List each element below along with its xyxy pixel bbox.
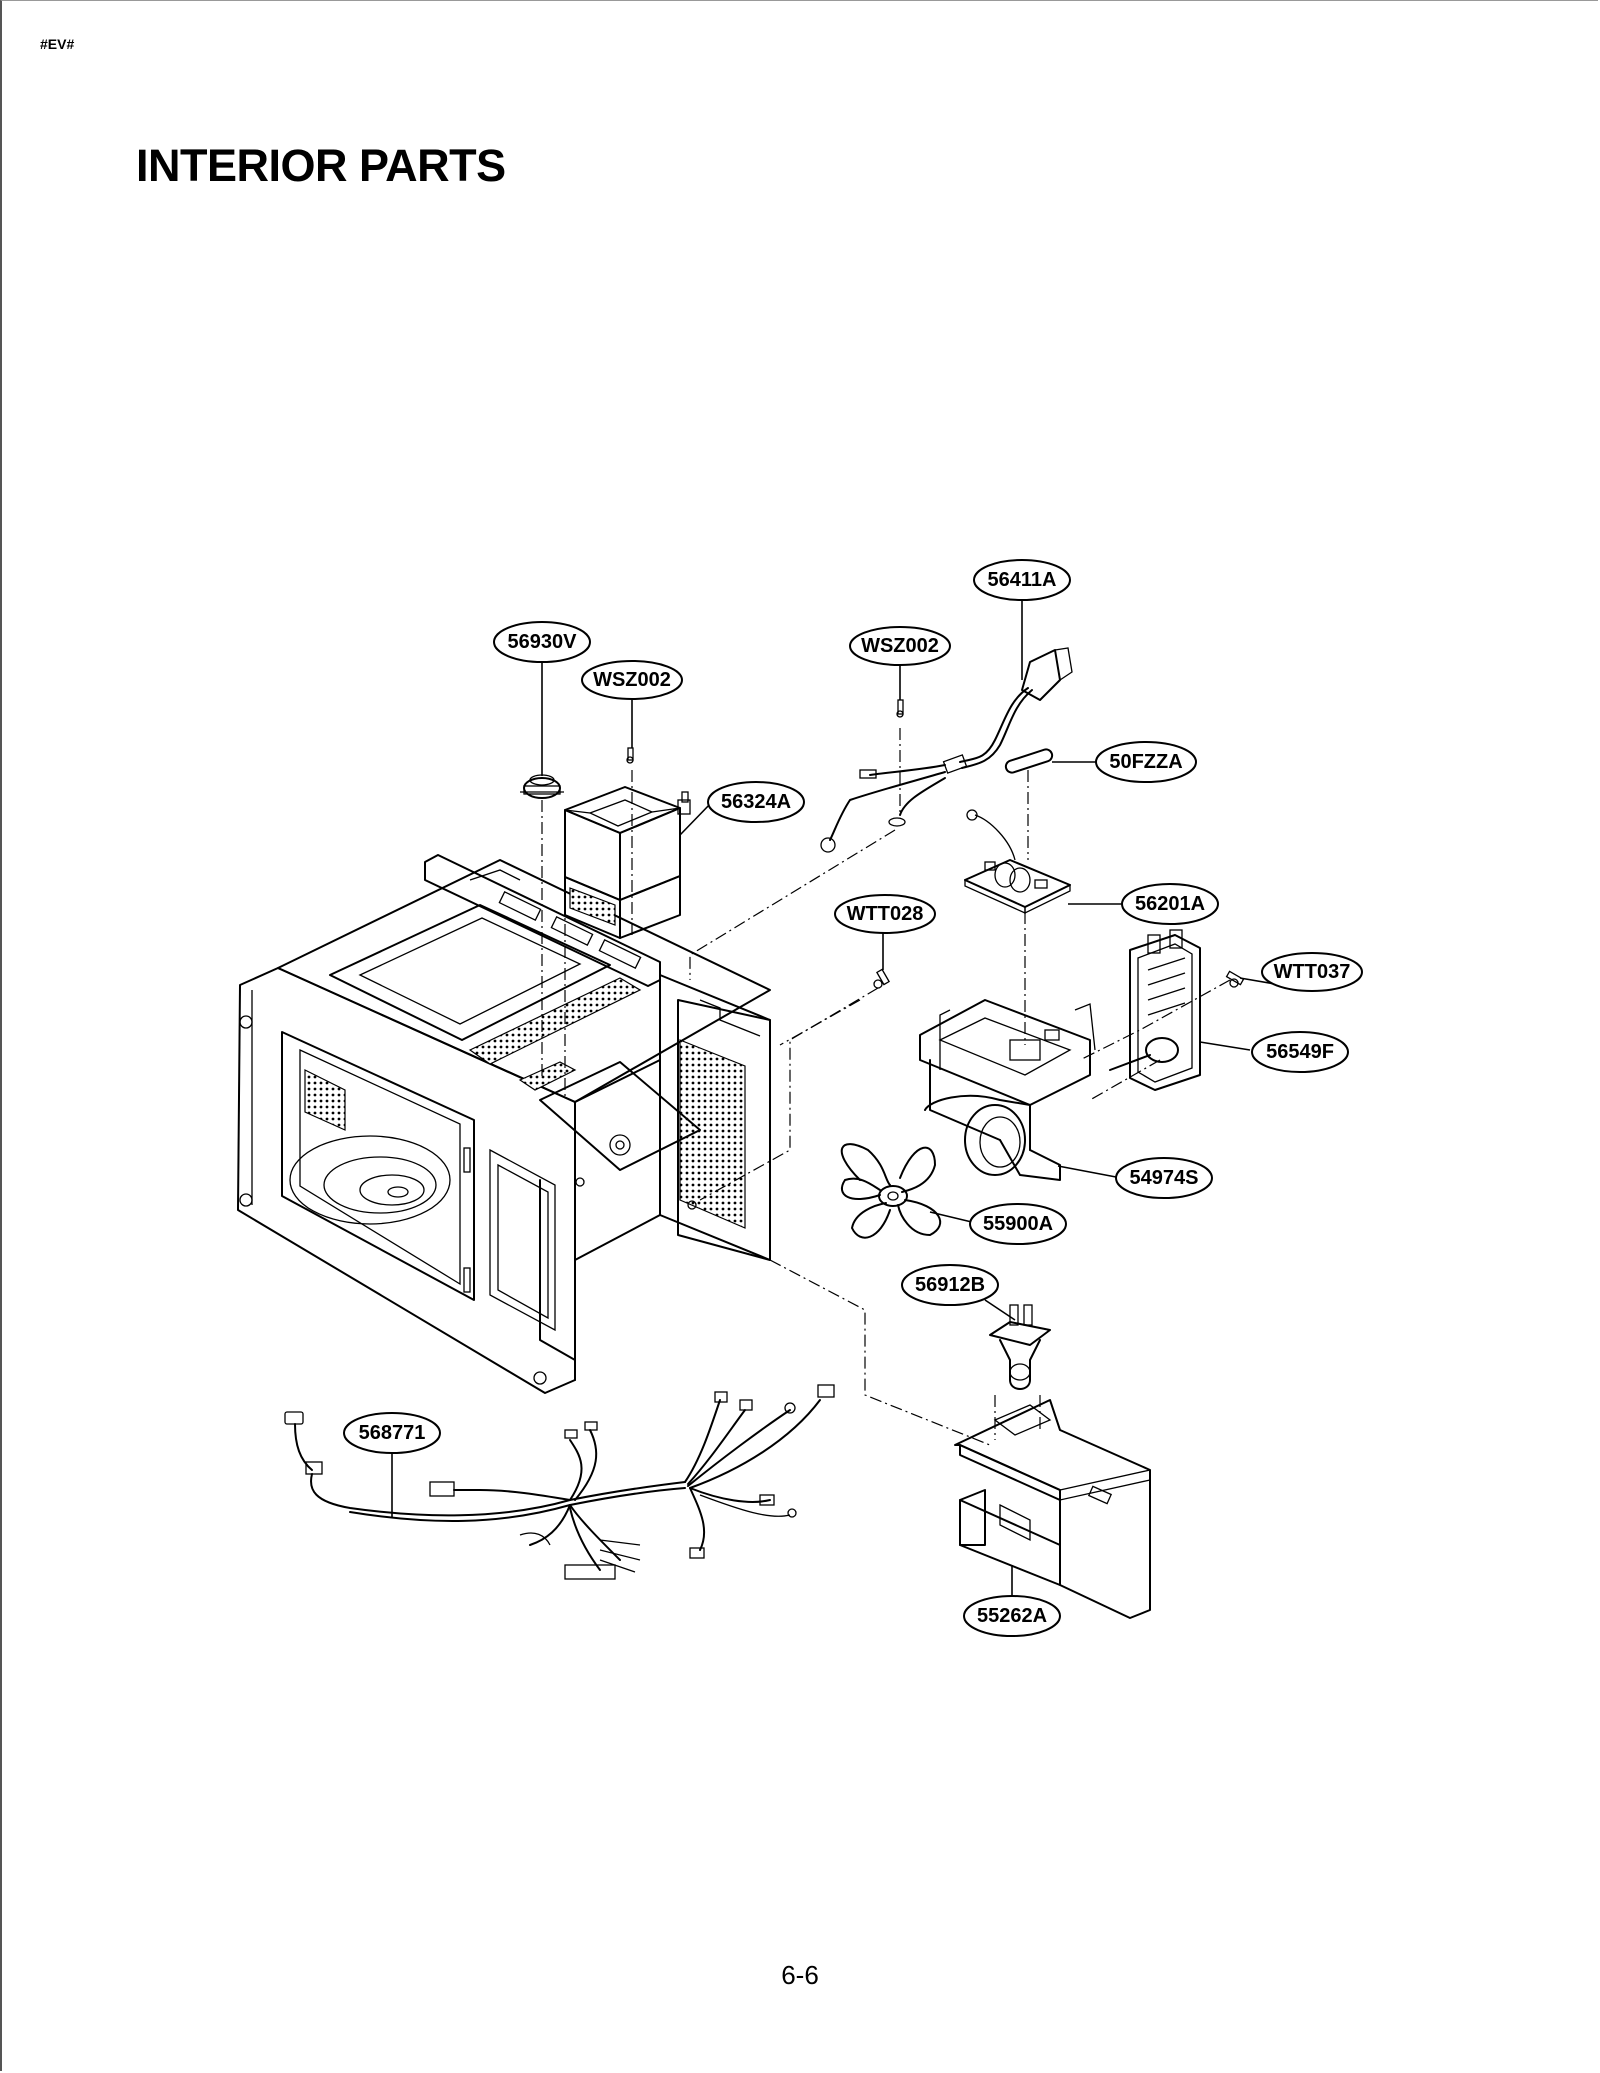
callout-wsz002-left: WSZ002 xyxy=(581,660,683,700)
callout-568771: 568771 xyxy=(343,1412,441,1454)
screw-wtt028 xyxy=(873,968,890,989)
svg-text:56912B: 56912B xyxy=(915,1274,985,1296)
callout-56201a: 56201A xyxy=(1121,883,1219,925)
svg-text:55262A: 55262A xyxy=(977,1605,1047,1627)
fan-blade-55900a xyxy=(840,1143,942,1239)
svg-text:568771: 568771 xyxy=(359,1422,426,1444)
svg-text:WTT037: WTT037 xyxy=(1274,961,1351,983)
fan-motor-56549f xyxy=(1109,929,1245,1091)
oven-cavity-chassis xyxy=(237,854,771,1394)
svg-text:WTT028: WTT028 xyxy=(847,903,924,925)
svg-text:56324A: 56324A xyxy=(721,791,791,813)
callout-56912b: 56912B xyxy=(901,1264,999,1306)
page-title: INTERIOR PARTS xyxy=(136,140,506,191)
callout-wsz002-right: WSZ002 xyxy=(849,626,951,666)
callout-50fzza: 50FZZA xyxy=(1095,741,1197,783)
svg-text:56411A: 56411A xyxy=(988,569,1057,591)
callout-wtt028: WTT028 xyxy=(834,894,936,934)
lamp-56912b xyxy=(989,1304,1051,1390)
svg-text:54974S: 54974S xyxy=(1130,1167,1199,1189)
svg-text:56549F: 56549F xyxy=(1266,1041,1334,1063)
callout-54974s: 54974S xyxy=(1115,1157,1213,1199)
base-bracket-55262a xyxy=(954,1399,1151,1619)
hv-transformer-56324a xyxy=(564,747,691,939)
assembly-lines xyxy=(541,728,1231,1446)
svg-text:55900A: 55900A xyxy=(983,1213,1053,1235)
wire-harness-568771 xyxy=(284,1384,835,1580)
callout-56930v: 56930V xyxy=(493,621,591,663)
svg-text:WSZ002: WSZ002 xyxy=(593,669,671,691)
callout-56411a: 56411A xyxy=(973,559,1071,601)
fan-duct-54974s xyxy=(919,999,1096,1181)
document-code: #EV# xyxy=(40,36,75,52)
callout-55262a: 55262A xyxy=(963,1595,1061,1637)
callout-wtt037: WTT037 xyxy=(1261,952,1363,992)
callout-56324a: 56324A xyxy=(707,781,805,823)
callout-55900a: 55900A xyxy=(969,1203,1067,1245)
power-cord-56411a xyxy=(820,647,1073,853)
svg-text:WSZ002: WSZ002 xyxy=(861,635,939,657)
thermostat-56930v xyxy=(520,774,564,799)
fuse-50fzza xyxy=(1004,748,1054,774)
page-number: 6-6 xyxy=(781,1960,819,1990)
svg-text:50FZZA: 50FZZA xyxy=(1109,751,1182,773)
callout-56549f: 56549F xyxy=(1251,1031,1349,1073)
noise-filter-pcb-56201a xyxy=(964,809,1071,915)
svg-text:56930V: 56930V xyxy=(508,631,578,653)
svg-text:56201A: 56201A xyxy=(1135,893,1205,915)
